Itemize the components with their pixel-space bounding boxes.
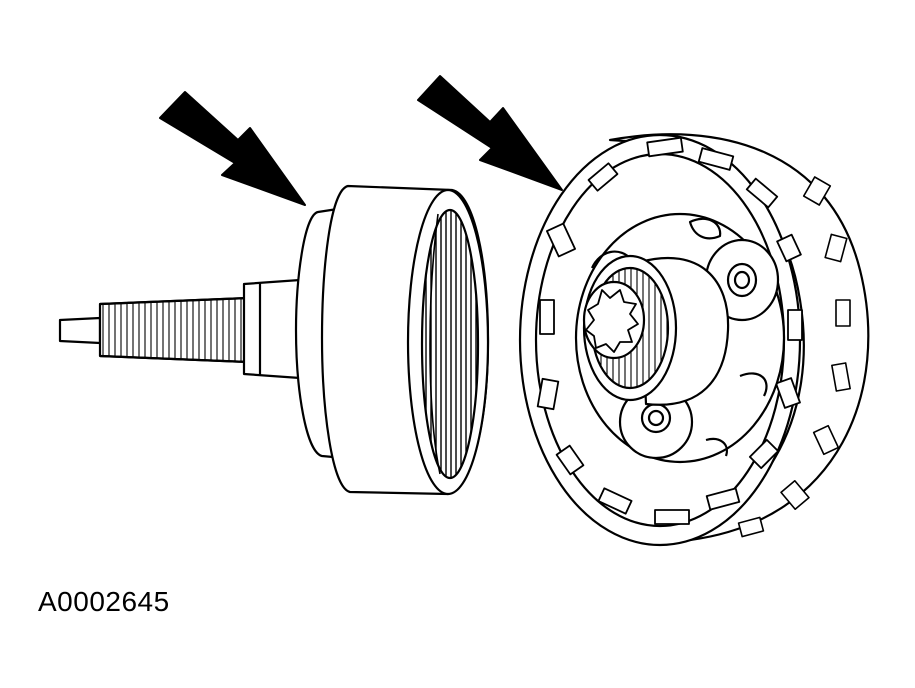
drum-internal-spline: [420, 208, 480, 480]
splined-shaft: [98, 296, 250, 364]
hub-collar: [242, 278, 302, 380]
ring-window-slots: [536, 136, 803, 525]
input-shell-assembly: [58, 184, 490, 496]
arrow-right-icon: [417, 75, 563, 191]
carrier-web-slot: [688, 217, 722, 240]
shaft-tip: [58, 316, 102, 345]
ring-tooth-band: [737, 176, 851, 538]
arrow-left-icon: [159, 91, 306, 206]
planetary-carrier-assembly: [518, 133, 870, 547]
sun-gear-internal-spline: [585, 289, 639, 353]
figure-reference-code: A0002645: [38, 586, 170, 617]
